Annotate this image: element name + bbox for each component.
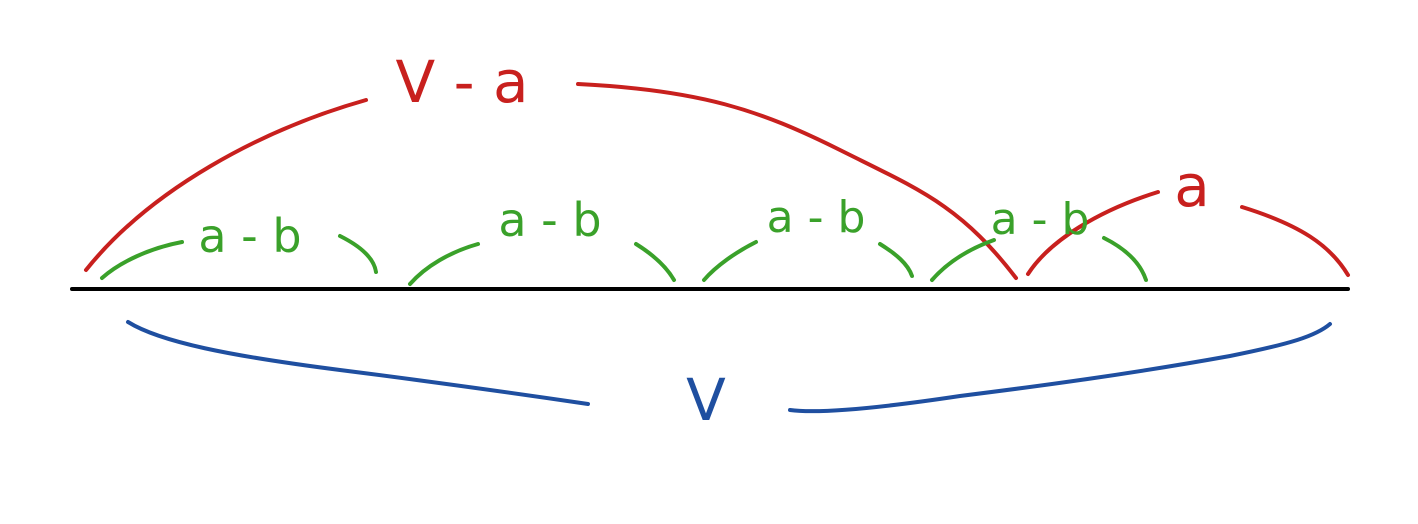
segment-4-brace-right [1102,236,1148,282]
segment-3-brace-left [702,240,758,282]
remainder-right-brace-right [1240,205,1350,277]
segment-4-brace-left [930,238,996,282]
remainder-right-brace-left [1026,190,1160,276]
segment-1-label: a - b [198,209,301,263]
segment-1-brace-left [100,240,184,280]
remainder-left-brace-left [84,98,368,272]
total-label: V [686,366,726,434]
segment-3-label: a - b [767,192,866,243]
total-brace-left [126,320,590,406]
remainder-right-label: a [1174,152,1210,220]
segment-4-label: a - b [991,194,1090,245]
segment-2-brace-left [408,242,480,286]
remainder-left-label: V - a [395,48,528,116]
segment-1-brace-right [338,234,378,274]
segment-3-brace-right [878,242,914,278]
segment-2-brace-right [634,242,676,282]
segment-2-label: a - b [498,193,601,247]
total-brace-right [788,322,1332,414]
remainder-left-brace-right [576,82,1018,280]
